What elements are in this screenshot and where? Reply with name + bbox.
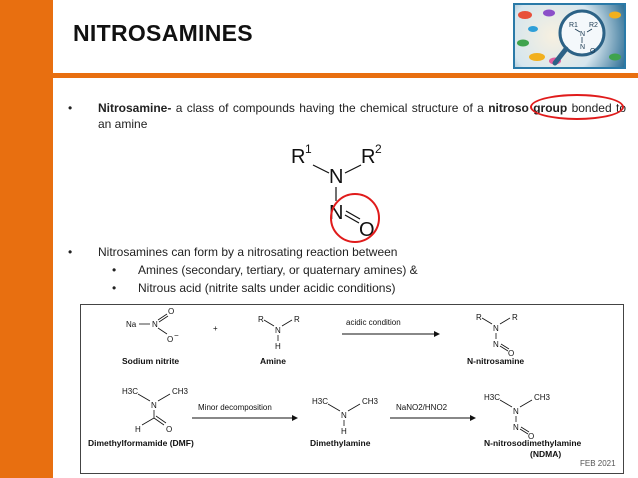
amine-n: N <box>275 326 281 335</box>
nitrite-o-bottom: O <box>167 335 173 344</box>
amine-r2: R <box>294 315 300 324</box>
nitrosamine-structure: R 1 R 2 N N O <box>291 142 382 243</box>
logo-n-top: N <box>580 31 585 38</box>
slide-title: NITROSAMINES <box>73 20 253 46</box>
bullet-dot: • <box>68 245 73 259</box>
dma-h: H <box>341 427 347 436</box>
ndma-n: N <box>513 407 519 416</box>
bullet-dot: • <box>68 101 73 115</box>
structure-r2-sup: 2 <box>375 142 382 156</box>
bullet-text: Nitrosamines can form by a nitrosating r… <box>98 245 398 259</box>
plus-sign: + <box>213 324 218 333</box>
dmf-h: H <box>135 425 141 434</box>
left-accent-bar <box>0 0 53 478</box>
reaction-scheme: Na N O O − Sodium nitrite + R R N H Amin… <box>88 307 582 459</box>
nitroso-group-circle <box>330 193 380 243</box>
dmf-o: O <box>166 425 172 434</box>
structure-r1: R <box>291 146 305 168</box>
reaction-arrow-icon <box>470 415 476 421</box>
label-amine: Amine <box>260 356 286 366</box>
dma-h3c: H3C <box>312 397 328 406</box>
nitrite-minus: − <box>174 331 179 340</box>
nitrite-n: N <box>152 320 158 329</box>
dma-ch3: CH3 <box>362 397 379 406</box>
arrow-label-decomposition: Minor decomposition <box>198 403 272 412</box>
nitrite-o-top: O <box>168 307 174 316</box>
ndma-o: O <box>528 432 534 441</box>
dmf-h3c: H3C <box>122 387 138 396</box>
logo-o: O <box>590 48 596 55</box>
logo-n-bottom: N <box>580 44 585 51</box>
nitrosamine-logo: R1 R2 N N O <box>513 3 626 69</box>
dmf-n: N <box>151 401 157 410</box>
structure-r1-sup: 1 <box>305 142 312 156</box>
pills-magnifier-icon: R1 R2 N N O <box>517 9 621 66</box>
prod-n: N <box>493 324 499 333</box>
reaction-scheme-box <box>80 304 624 474</box>
prod-o: O <box>508 349 514 358</box>
slide-date: FEB 2021 <box>580 459 616 468</box>
label-ndma: N-nitrosodimethylamine <box>484 438 582 448</box>
label-n-nitrosamine: N-nitrosamine <box>467 356 524 366</box>
label-ndma-abbr: (NDMA) <box>530 449 561 459</box>
arrow-label-nitrosating: NaNO2/HNO2 <box>396 403 448 412</box>
nitroso-highlight-ring <box>530 94 624 120</box>
sub-bullet-dot: • <box>112 263 117 277</box>
label-dmf: Dimethylformamide (DMF) <box>88 438 194 448</box>
title-underline <box>53 73 638 78</box>
ndma-n2: N <box>513 423 519 432</box>
sub-bullet-dot: • <box>112 281 117 295</box>
structure-n-amine: N <box>329 166 343 188</box>
amine-r1: R <box>258 315 264 324</box>
ndma-h3c: H3C <box>484 393 500 402</box>
bullet-text-before: a class of compounds having the chemical… <box>171 101 489 115</box>
structure-r2: R <box>361 146 375 168</box>
sub-bullet-text: Nitrous acid (nitrite salts under acidic… <box>138 281 396 295</box>
dmf-ch3: CH3 <box>172 387 189 396</box>
reaction-arrow-icon <box>434 331 440 337</box>
ndma-ch3: CH3 <box>534 393 551 402</box>
logo-r2: R2 <box>589 22 598 29</box>
sub-bullet-text: Amines (secondary, tertiary, or quaterna… <box>138 263 418 277</box>
logo-r1: R1 <box>569 22 578 29</box>
label-dma: Dimethylamine <box>310 438 371 448</box>
structure-o: O <box>359 219 375 241</box>
prod-n2: N <box>493 340 499 349</box>
na-label: Na <box>126 320 137 329</box>
label-sodium-nitrite: Sodium nitrite <box>122 356 179 366</box>
arrow-label-acidic: acidic condition <box>346 318 401 327</box>
dma-n: N <box>341 411 347 420</box>
prod-r1: R <box>476 313 482 322</box>
amine-h: H <box>275 342 281 351</box>
prod-r2: R <box>512 313 518 322</box>
bullet-term: Nitrosamine- <box>98 101 172 115</box>
reaction-arrow-icon <box>292 415 298 421</box>
